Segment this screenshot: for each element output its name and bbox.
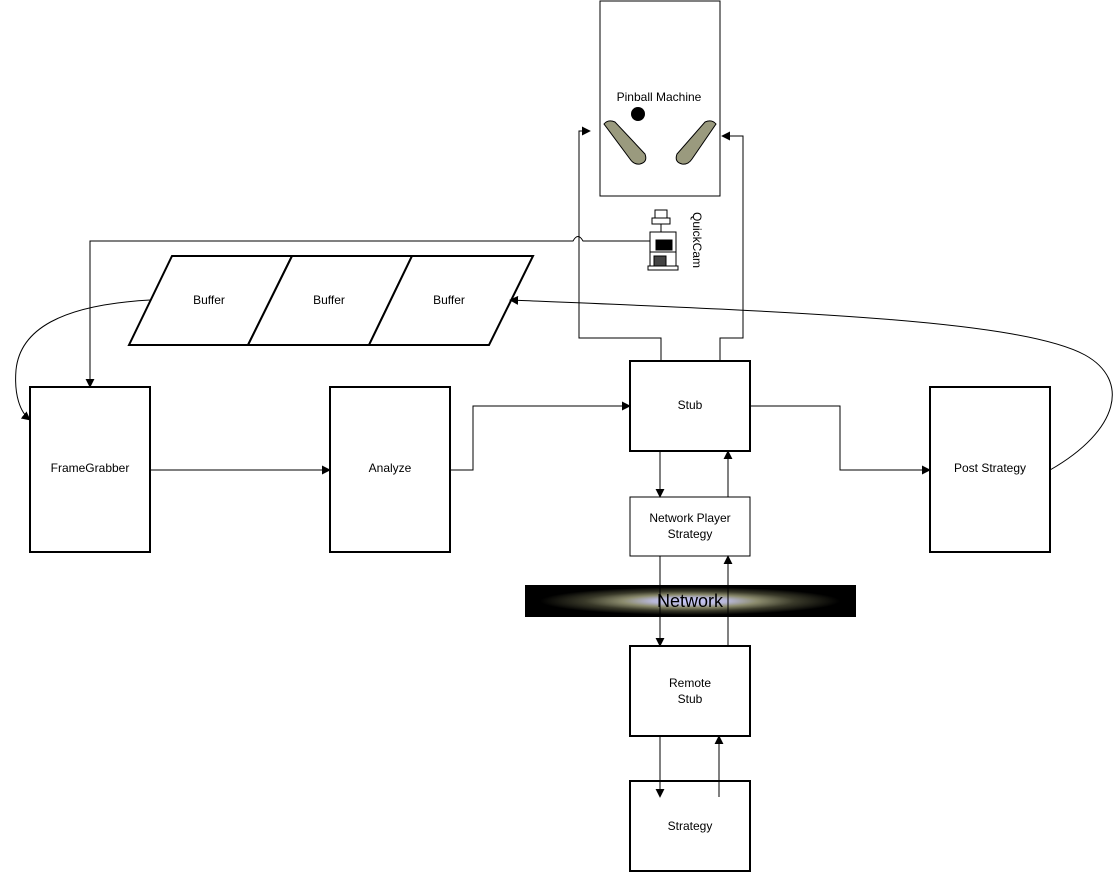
buffer-3-label: Buffer [433,293,465,307]
strategy-label: Strategy [668,819,713,833]
pinball-machine: Pinball Machine [599,0,721,197]
quickcam-label: QuickCam [690,212,704,268]
pinball-machine-label: Pinball Machine [617,90,702,104]
stub-box: Stub [629,360,751,452]
network-band: Network [525,585,856,617]
arrow-buffer-framegrabber [15,299,151,421]
arrow-stub-left-flipper [578,126,662,361]
right-flipper-icon [675,120,717,165]
arrow-analyze-stub [450,401,631,471]
arrow-quickcam-framegrabber [85,236,650,388]
network-player-label-line2: Strategy [668,527,713,541]
arrow-stub-post-strategy [750,405,931,475]
strategy-box: Strategy [629,780,751,872]
post-strategy-box: Post Strategy [929,386,1051,553]
buffer-3 [367,255,535,346]
post-strategy-label: Post Strategy [954,461,1026,475]
analyze-label: Analyze [369,461,412,475]
remote-stub-label-line1: Remote [669,676,711,690]
quickcam: QuickCam [647,209,704,271]
network-player-strategy-box: Network Player Strategy [629,496,751,557]
buffer-group: Buffer Buffer Buffer [127,255,535,346]
arrow-stub-right-flipper [719,131,744,361]
remote-stub-label-line2: Stub [678,692,703,706]
analyze-box: Analyze [329,386,451,553]
network-player-label-line1: Network Player [649,511,730,525]
buffer-1-label: Buffer [193,293,225,307]
connectors [15,126,1113,798]
left-flipper-icon [603,120,647,165]
remote-stub-box: Remote Stub [629,645,751,737]
network-label: Network [657,591,724,611]
buffer-2-label: Buffer [313,293,345,307]
framegrabber-label: FrameGrabber [51,461,130,475]
stub-label: Stub [678,398,703,412]
framegrabber-box: FrameGrabber [29,386,151,553]
pinball-ball-icon [631,107,645,121]
arrow-post-strategy-buffer [509,295,1113,471]
camera-icon [647,209,679,271]
